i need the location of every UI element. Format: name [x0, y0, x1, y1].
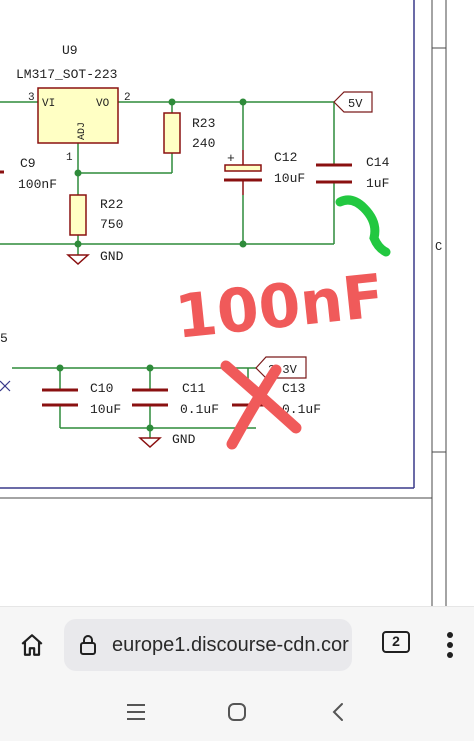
c9-ref: C9 — [20, 156, 36, 171]
u9-regulator: U9 LM317_SOT-223 VI VO 3 2 1 ADJ — [16, 43, 131, 164]
c11-ref: C11 — [182, 381, 206, 396]
c10-capacitor: C10 10uF — [42, 381, 121, 417]
c12-ref: C12 — [274, 150, 297, 165]
u9-pin-vi: VI — [42, 98, 55, 110]
url-text: europe1.discourse-cdn.cor — [112, 634, 349, 656]
r23-ref: R23 — [192, 116, 215, 131]
net-5v-text: 5V — [348, 97, 363, 111]
gnd-top-text: GND — [100, 249, 124, 264]
net-label-5v: 5V — [333, 91, 373, 113]
r23-value: 240 — [192, 136, 215, 151]
back-button[interactable] — [322, 696, 354, 728]
c12-value: 10uF — [274, 171, 305, 186]
c9-value: 100nF — [18, 177, 57, 192]
overflow-menu-button[interactable] — [440, 625, 460, 665]
browser-toolbar: europe1.discourse-cdn.cor 2 — [0, 606, 474, 682]
c13-ref: C13 — [282, 381, 305, 396]
system-navigation-bar — [0, 682, 474, 741]
c11-capacitor: C11 0.1uF — [132, 381, 219, 417]
c12-polarity: + — [227, 151, 235, 166]
c10-ref: C10 — [90, 381, 113, 396]
gnd-symbol-bottom: GND — [138, 432, 196, 449]
annotation-100nf: 100nF — [172, 261, 387, 352]
c14-value: 1uF — [366, 176, 389, 191]
back-icon — [332, 703, 343, 721]
u9-pin1: 1 — [66, 152, 73, 164]
gnd-symbol-top: GND — [66, 249, 124, 266]
more-vert-icon — [447, 632, 453, 658]
r22-resistor: R22 750 — [69, 194, 123, 236]
junctions — [56, 98, 247, 432]
c11-value: 0.1uF — [180, 402, 219, 417]
recents-button[interactable] — [120, 696, 152, 728]
partial-ref: 5 — [0, 331, 8, 346]
wires — [0, 101, 344, 438]
net-label-3v3: 3.3V — [255, 356, 307, 379]
c13-value: 0.1uF — [282, 402, 321, 417]
u9-pin2: 2 — [124, 92, 131, 104]
annotation-green-stroke — [335, 195, 391, 257]
c14-ref: C14 — [366, 155, 390, 170]
r22-value: 750 — [100, 217, 123, 232]
no-connect-marker — [0, 380, 11, 392]
home-button[interactable] — [14, 627, 50, 663]
c10-value: 10uF — [90, 402, 121, 417]
nav-home-button[interactable] — [221, 696, 253, 728]
annotation-red-x — [220, 360, 302, 450]
recents-icon — [127, 704, 145, 720]
frame-letter: C — [435, 240, 442, 254]
u9-ref: U9 — [62, 43, 78, 58]
u9-value: LM317_SOT-223 — [16, 67, 117, 82]
r23-resistor: R23 240 — [163, 112, 215, 154]
u9-pin-vo: VO — [96, 98, 110, 110]
tab-switcher-button[interactable]: 2 — [382, 631, 410, 653]
c12-capacitor: + C12 10uF — [224, 150, 305, 195]
sheet-frame — [0, 0, 447, 606]
schematic-image: C U9 LM317_SOT-223 — [0, 0, 447, 606]
address-bar[interactable]: europe1.discourse-cdn.cor — [64, 619, 352, 671]
c14-capacitor: C14 1uF — [316, 155, 390, 191]
lock-icon — [80, 635, 96, 655]
u9-pin-adj: ADJ — [77, 122, 88, 140]
r22-ref: R22 — [100, 197, 123, 212]
gnd-bottom-text: GND — [172, 432, 196, 447]
u9-pin3: 3 — [28, 92, 35, 104]
c9-capacitor: C9 100nF — [0, 156, 57, 192]
home-circle-icon — [228, 703, 246, 721]
home-icon — [21, 634, 43, 656]
